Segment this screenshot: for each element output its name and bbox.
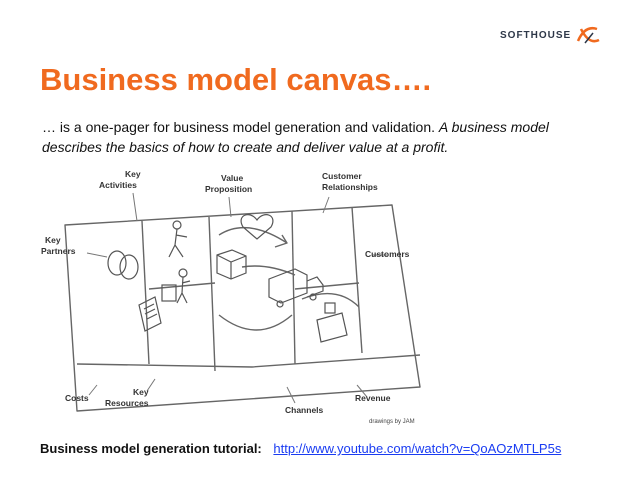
cash-register-icon <box>316 302 348 343</box>
tutorial-label: Business model generation tutorial: <box>40 441 262 456</box>
slide-subtitle: … is a one-pager for business model gene… <box>42 117 602 157</box>
softhouse-mark-icon <box>577 27 600 44</box>
drawing-credit: drawings by JAM <box>369 419 415 425</box>
tutorial-link[interactable]: http://www.youtube.com/watch?v=QoAOzMTLP… <box>273 441 562 456</box>
heart-icon <box>240 214 274 240</box>
label-value-proposition: Value Proposition <box>205 173 252 194</box>
subtitle-text: … is a one-pager for business model gene… <box>42 119 436 135</box>
label-costs: Costs <box>65 393 89 403</box>
illustrations <box>107 214 348 343</box>
gift-box-icon <box>216 249 247 280</box>
label-key-partners: Key Partners <box>41 235 76 256</box>
worker-icon <box>168 220 188 258</box>
document-icon <box>138 296 162 332</box>
canvas-outline <box>64 204 421 412</box>
label-key-activities: Key Activities <box>99 169 143 190</box>
label-channels: Channels <box>285 405 324 415</box>
label-revenue: Revenue <box>355 393 391 403</box>
tutorial-footer: Business model generation tutorial: http… <box>40 441 630 456</box>
business-model-canvas-drawing: Key Activities Value Proposition Custome… <box>41 169 421 425</box>
label-key-resources: Key Resources <box>105 387 151 408</box>
softhouse-logo: SOFTHOUSE <box>500 20 624 50</box>
subtitle-italic-text: A business model describes the basics of… <box>42 119 549 155</box>
label-customers: Customers <box>365 249 410 259</box>
truck-icon <box>268 268 324 308</box>
logo-text: SOFTHOUSE <box>500 29 572 41</box>
factory-worker-icon <box>161 268 191 304</box>
slide-title: Business model canvas…. <box>40 62 432 97</box>
handshake-rings-icon <box>107 250 139 280</box>
label-customer-relationships: Customer Relationships <box>322 171 378 192</box>
